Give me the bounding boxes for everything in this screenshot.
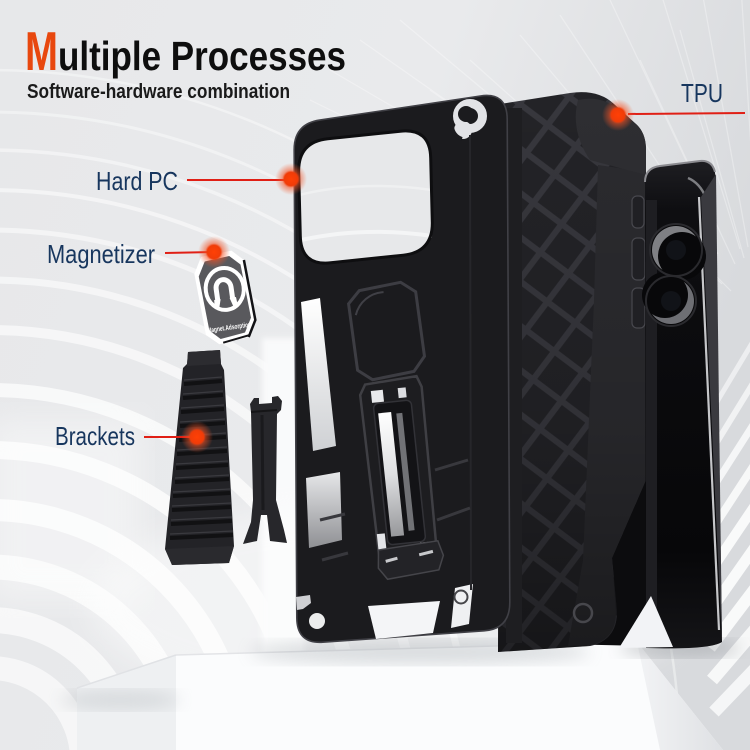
svg-text:Multiple Processes: Multiple Processes (25, 20, 346, 82)
svg-text:TPU: TPU (681, 78, 723, 108)
svg-text:Magnetizer: Magnetizer (47, 239, 155, 269)
svg-text:Brackets: Brackets (55, 421, 135, 451)
svg-text:Hard PC: Hard PC (96, 166, 178, 196)
svg-text:Software-hardware combination: Software-hardware combination (27, 81, 290, 103)
